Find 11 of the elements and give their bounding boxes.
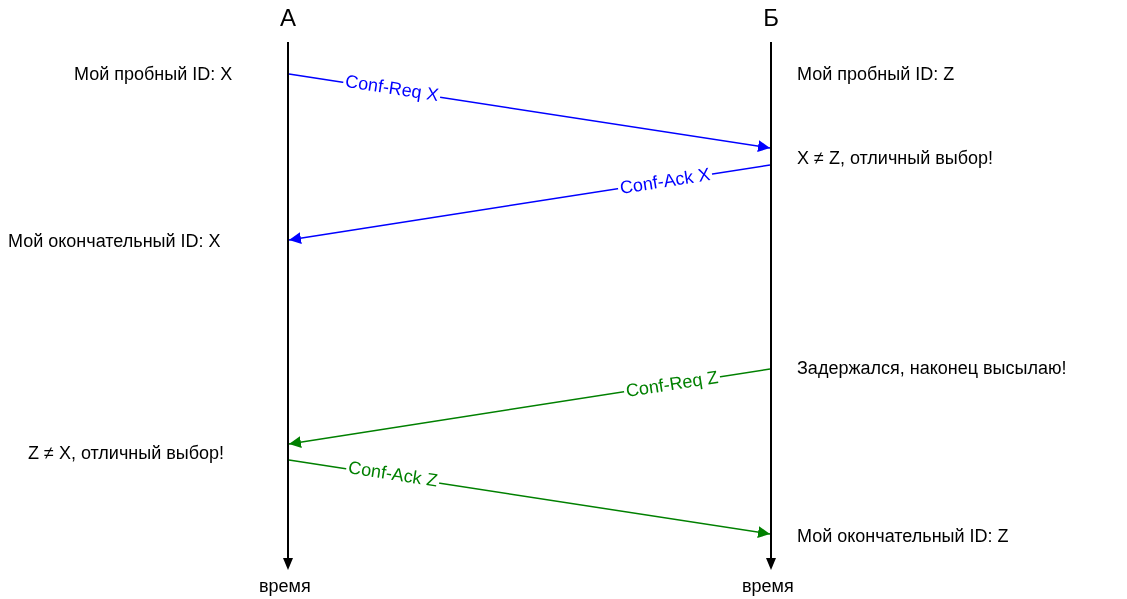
lifeline-header: Б bbox=[762, 4, 780, 32]
note: Мой окончательный ID: Z bbox=[797, 525, 1009, 547]
axis-label: время bbox=[259, 575, 311, 597]
note: Мой окончательный ID: X bbox=[8, 230, 221, 252]
note: Мой пробный ID: Z bbox=[797, 63, 955, 85]
note: X ≠ Z, отличный выбор! bbox=[797, 147, 994, 169]
axis-label: время bbox=[742, 575, 794, 597]
note: Мой пробный ID: X bbox=[74, 63, 233, 85]
note: Задержался, наконец высылаю! bbox=[797, 357, 1067, 379]
note: Z ≠ X, отличный выбор! bbox=[28, 442, 225, 464]
lifeline-header: А bbox=[279, 4, 297, 32]
